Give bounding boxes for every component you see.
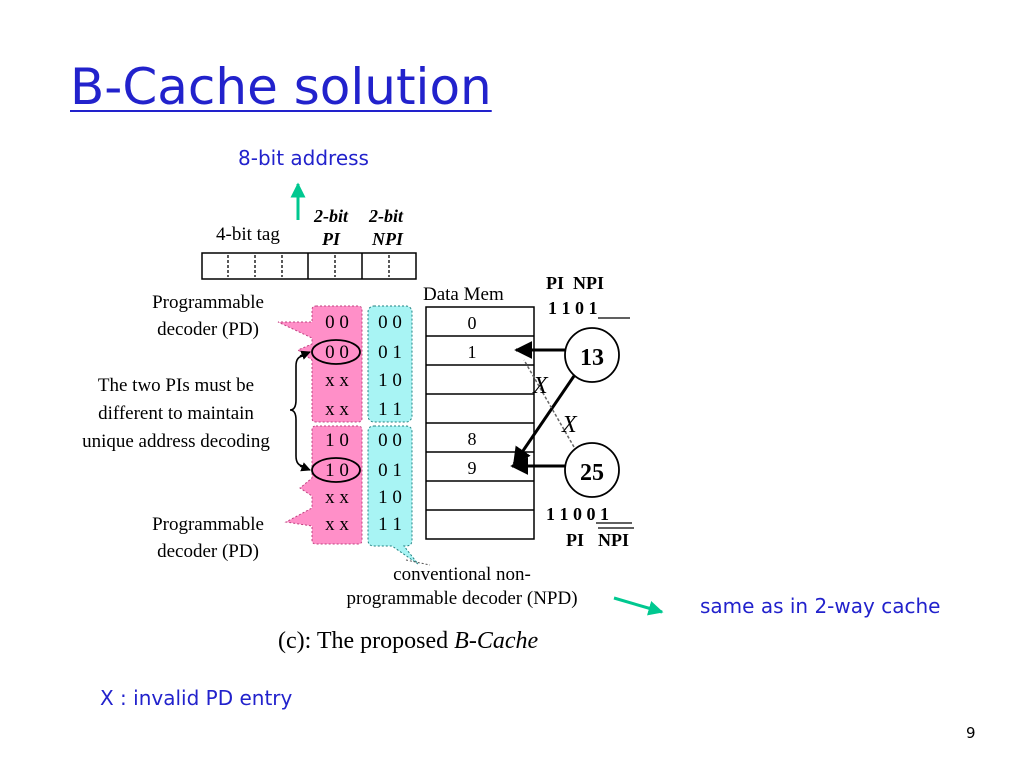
slide-title: B-Cache solution — [70, 58, 492, 116]
pd-block-top — [277, 305, 363, 423]
address-bit-field — [201, 252, 417, 280]
npi-header-line1: 2-bit — [368, 206, 404, 226]
pd-entry: x x — [325, 514, 349, 535]
npd-entry: 1 1 — [378, 514, 402, 535]
mem-row-label: 9 — [468, 458, 477, 478]
npd-entry: 0 1 — [378, 342, 402, 363]
pd-entry: x x — [325, 399, 349, 420]
pd-selected-circle — [311, 457, 361, 483]
figure-caption: (c): The proposed B-Cache — [278, 628, 538, 654]
pd-entry: x x — [325, 370, 349, 391]
addr25-node — [564, 442, 620, 498]
addr25-bits: 1 1 0 0 1 — [546, 504, 609, 524]
npd-entry: 1 1 — [378, 399, 402, 420]
addr25-npi: NPI — [598, 530, 629, 550]
addr13-header: PI NPI — [546, 273, 604, 293]
addr25-pi: PI — [566, 530, 584, 550]
addr13-node — [564, 327, 620, 383]
pi-header-line1: 2-bit — [313, 206, 349, 226]
pi-header-line2: PI — [321, 229, 341, 249]
npd-label-line1: conventional non- — [393, 564, 531, 585]
pd-top-label-line1: Programmable — [152, 292, 264, 313]
npd-label-line2: programmable decoder (NPD) — [346, 588, 577, 609]
explain-line3: unique address decoding — [82, 431, 270, 452]
pd-entry: 0 0 — [325, 312, 349, 333]
invalid-entry-note: X : invalid PD entry — [100, 686, 293, 710]
npd-entry: 1 0 — [378, 370, 402, 391]
pd-top-label-line2: decoder (PD) — [157, 319, 259, 340]
npi-header-line2: NPI — [371, 229, 404, 249]
npd-block-bottom — [367, 425, 419, 565]
slide-number: 9 — [966, 724, 976, 742]
invalid-x-marks: X X — [532, 373, 578, 438]
pd-bottom-label-line1: Programmable — [152, 514, 264, 535]
npd-entry: 1 0 — [378, 487, 402, 508]
addr13-value: 13 — [580, 345, 604, 371]
brace — [289, 350, 311, 472]
same-as-arrow — [613, 596, 664, 616]
same-as-note: same as in 2-way cache — [700, 594, 941, 618]
npd-entry: 0 1 — [378, 460, 402, 481]
pd-entry: 1 0 — [325, 430, 349, 451]
svg-text:X: X — [532, 373, 549, 399]
mem-row-label: 1 — [468, 342, 477, 362]
pd-block-bottom — [284, 425, 363, 545]
pd-entry: 0 0 — [325, 342, 349, 363]
mem-row-label: 0 — [468, 313, 477, 333]
tag-label: 4-bit tag — [216, 224, 280, 245]
pd-bottom-label-line2: decoder (PD) — [157, 541, 259, 562]
addr13-bits: 1 1 0 1 — [548, 298, 598, 318]
svg-text:X: X — [561, 412, 578, 438]
explain-line2: different to maintain — [98, 403, 254, 424]
npd-entry: 0 0 — [378, 312, 402, 333]
data-memory — [425, 306, 535, 540]
addr25-value: 25 — [580, 460, 604, 486]
explain-line1: The two PIs must be — [98, 375, 254, 396]
address-note: 8-bit address — [238, 146, 369, 170]
pd-entry: 1 0 — [325, 460, 349, 481]
npd-block-top — [367, 305, 413, 423]
pd-entry: x x — [325, 487, 349, 508]
pd-selected-circle — [311, 339, 361, 365]
mem-row-label: 8 — [468, 429, 477, 449]
npd-entry: 0 0 — [378, 430, 402, 451]
data-mem-label: Data Mem — [423, 284, 504, 305]
